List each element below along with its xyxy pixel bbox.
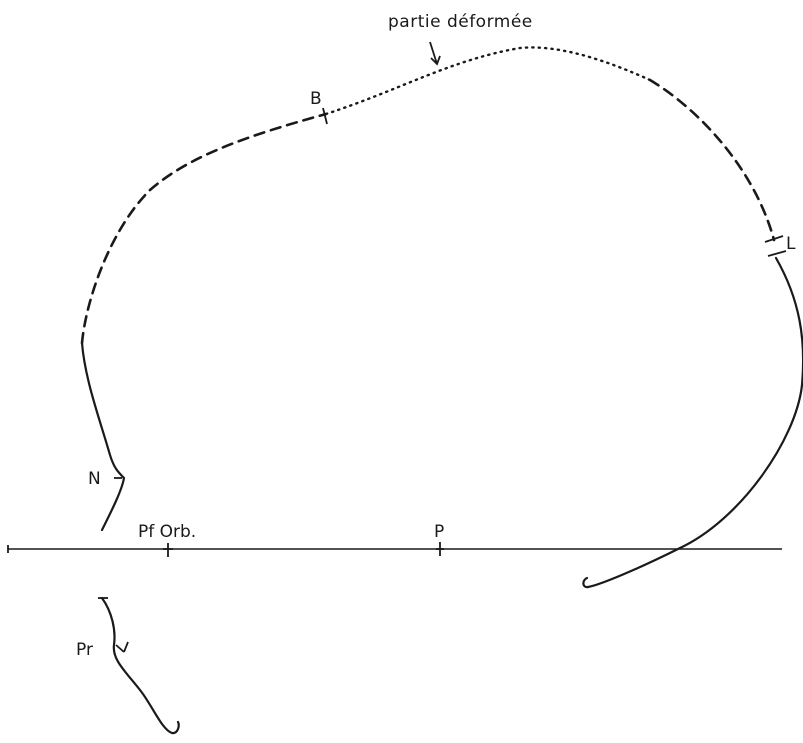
- pf-orb-marker: [163, 543, 173, 557]
- point-pf-orb-label: Pf Orb.: [138, 522, 196, 542]
- point-b-tick: [322, 107, 328, 125]
- point-l-tick-upper: [764, 235, 784, 243]
- point-l-label: L: [786, 234, 796, 254]
- deformed-part-label: partie déformée: [388, 12, 533, 32]
- deformed-part-arrow: [429, 41, 441, 66]
- point-pr-tick: [115, 644, 125, 653]
- point-p-marker: [436, 542, 444, 556]
- solid-outline-frontonasal: [80, 341, 126, 532]
- point-p-label: P: [434, 522, 444, 542]
- dashed-outline-frontal: [80, 112, 328, 345]
- point-pr-tick-2: [123, 641, 129, 653]
- dashed-outline-parietal: [648, 78, 776, 242]
- point-l-tick-lower: [767, 250, 787, 257]
- solid-outline-occipital: [582, 256, 803, 589]
- point-pr-label: Pr: [76, 640, 93, 660]
- point-n-label: N: [88, 469, 101, 489]
- solid-outline-prosthion: [100, 596, 180, 735]
- point-b-label: B: [310, 89, 322, 109]
- dotted-outline-deformed-part: [324, 46, 652, 116]
